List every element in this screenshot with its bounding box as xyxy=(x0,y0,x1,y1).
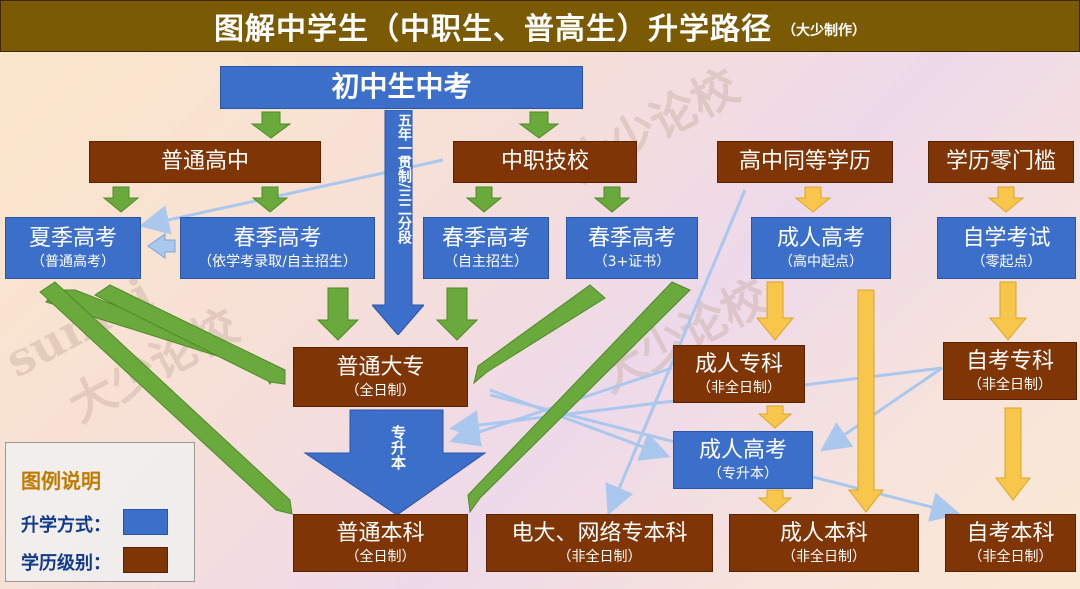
node-sub: （专升本） xyxy=(708,466,778,483)
node-label: 高中同等学历 xyxy=(738,149,871,175)
node-sub: （非全日制） xyxy=(782,549,866,566)
node-label: 普通高中 xyxy=(160,149,249,175)
legend-title: 图例说明 xyxy=(21,469,101,493)
node-putong-benke: 普通本科 （全日制） xyxy=(293,514,468,572)
node-label: 普通大专 xyxy=(336,354,425,380)
node-zixue: 自学考试 （零起点） xyxy=(937,217,1076,279)
node-label: 春季高考 xyxy=(233,225,322,251)
arrow xyxy=(593,186,631,213)
arrow xyxy=(988,281,1028,341)
arrow xyxy=(251,186,289,213)
arrow xyxy=(473,284,606,385)
arrow xyxy=(757,489,793,513)
node-sub: （零起点） xyxy=(971,254,1042,271)
node-zhongzhi: 中职技校 xyxy=(453,141,637,183)
node-putong-gaozhong: 普通高中 xyxy=(89,141,321,183)
arrow xyxy=(794,186,832,213)
node-label: 初中生中考 xyxy=(331,70,472,104)
node-chunji-3: 春季高考 （3+证书） xyxy=(566,217,698,279)
node-sub: （非全日制） xyxy=(697,380,781,397)
node-label: 学历零门槛 xyxy=(945,149,1056,175)
arrow xyxy=(820,366,943,452)
node-label: 成人高考 xyxy=(776,225,865,251)
arrow xyxy=(303,409,487,516)
node-label: 电大、网络专本科 xyxy=(511,520,688,546)
legend-level-label: 学历级别： xyxy=(21,553,111,574)
arrow xyxy=(147,233,176,259)
node-sub: （全日制） xyxy=(345,549,416,566)
node-xiaji: 夏季高考 （普通高考） xyxy=(5,217,141,279)
arrow xyxy=(847,289,885,513)
arrow xyxy=(994,407,1032,501)
arrow xyxy=(489,388,671,461)
arrow xyxy=(435,287,479,341)
node-label: 夏季高考 xyxy=(28,225,117,251)
node-chengren-zk: 成人专科 （非全日制） xyxy=(673,345,805,403)
title-bar: 图解中学生（中职生、普高生）升学路径 （大少制作） xyxy=(0,0,1080,52)
node-sub: （高中起点） xyxy=(779,254,863,271)
legend-path-swatch xyxy=(123,509,168,535)
legend-path-label: 升学方式： xyxy=(21,515,111,536)
node-zikao-bk: 自考本科 （非全日制） xyxy=(945,514,1076,572)
node-junior: 初中生中考 xyxy=(220,66,583,109)
wunian-label: 五年一贯制/三二分段 xyxy=(396,113,412,245)
node-label: 成人本科 xyxy=(779,520,868,546)
arrow xyxy=(45,289,279,386)
arrow xyxy=(250,111,292,139)
node-chunji-pu: 春季高考 （依学考录取/自主招生） xyxy=(180,217,375,279)
node-gaozhong-tongdeng: 高中同等学历 xyxy=(717,141,893,183)
arrow xyxy=(316,287,360,341)
node-putong-dazhuan: 普通大专 （全日制） xyxy=(293,347,468,407)
arrow xyxy=(102,186,140,213)
node-label: 春季高考 xyxy=(441,225,530,251)
node-chengren-gk: 成人高考 （高中起点） xyxy=(751,217,891,279)
arrow xyxy=(465,186,503,213)
page-title: 图解中学生（中职生、普高生）升学路径 xyxy=(214,12,772,47)
legend: 图例说明 升学方式： 学历级别： xyxy=(5,442,195,582)
node-sub: （非全日制） xyxy=(968,549,1053,566)
legend-level-swatch xyxy=(123,547,168,573)
node-label: 中职技校 xyxy=(500,149,589,175)
arrow xyxy=(94,284,286,385)
arrow xyxy=(467,281,691,514)
node-label: 自考专科 xyxy=(965,348,1054,374)
arrow xyxy=(987,186,1025,213)
title-author: （大少制作） xyxy=(782,23,866,39)
arrow xyxy=(755,281,795,341)
arrow xyxy=(518,111,560,139)
node-label: 普通本科 xyxy=(336,520,425,546)
node-label: 自学考试 xyxy=(962,225,1051,251)
node-sub: （全日制） xyxy=(345,383,416,400)
node-chengren-gk2: 成人高考 （专升本） xyxy=(673,431,813,489)
wunian-arrow xyxy=(372,110,424,335)
node-sub: （非全日制） xyxy=(968,377,1052,394)
node-chunji-zhu: 春季高考 （自主招生） xyxy=(423,217,549,279)
node-chengren-bk: 成人本科 （非全日制） xyxy=(729,514,919,572)
node-label: 春季高考 xyxy=(587,225,676,251)
node-lingmenkan: 学历零门槛 xyxy=(928,141,1074,183)
node-zikao-zk: 自考专科 （非全日制） xyxy=(943,342,1077,400)
node-sub: （3+证书） xyxy=(593,254,671,271)
node-label: 成人专科 xyxy=(694,351,783,377)
zhuan-sheng-ben-label: 专升本 xyxy=(389,425,407,470)
node-label: 自考本科 xyxy=(966,520,1055,546)
node-sub: （依学考录取/自主招生） xyxy=(198,254,357,271)
node-sub: （非全日制） xyxy=(557,549,642,566)
node-sub: （自主招生） xyxy=(444,254,528,271)
arrow xyxy=(39,281,293,515)
arrow xyxy=(757,405,793,429)
node-label: 成人高考 xyxy=(698,437,787,463)
node-sub: （普通高考） xyxy=(31,254,115,271)
node-dianda: 电大、网络专本科 （非全日制） xyxy=(486,514,713,572)
